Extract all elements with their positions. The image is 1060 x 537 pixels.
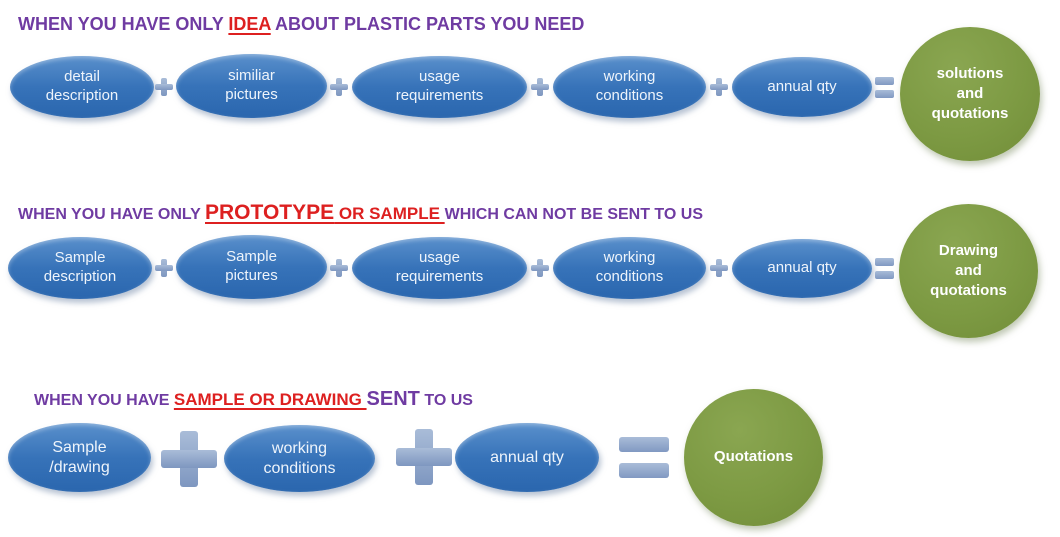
step-label: Sample pictures	[225, 248, 278, 284]
plus-icon	[531, 259, 549, 277]
row2-title: WHEN YOU HAVE ONLY PROTOTYPE OR SAMPLE W…	[18, 201, 703, 225]
step-sample-drawing: Sample /drawing	[8, 423, 151, 492]
row1-title-segment: ABOUT PLASTIC PARTS YOU NEED	[270, 14, 585, 34]
equals-icon	[875, 77, 894, 98]
row3-title-segment: SENT	[366, 388, 420, 410]
plus-icon	[155, 78, 173, 96]
step-label: working conditions	[263, 439, 336, 477]
step-label: usage requirements	[395, 68, 484, 104]
plus-icon	[161, 431, 217, 487]
row3-title-segment: TO US	[419, 392, 473, 409]
equals-icon	[619, 437, 669, 478]
step-usage-requirements: usage requirements	[352, 237, 527, 299]
row1-title-highlight: IDEA	[228, 14, 271, 34]
step-label: detail description	[45, 68, 119, 104]
row2-title-segment: WHEN YOU HAVE ONLY	[18, 206, 205, 223]
result-circle-drawing-quotations: Drawing and quotations	[899, 204, 1038, 338]
step-label: working conditions	[595, 249, 664, 285]
step-label: Sample /drawing	[49, 438, 110, 476]
plus-icon	[330, 78, 348, 96]
row3-title-segment: WHEN YOU HAVE	[34, 392, 174, 409]
result-circle-quotations: Quotations	[684, 389, 823, 526]
result-circle-solutions-quotations: solutions and quotations	[900, 27, 1040, 161]
step-label: annual qty	[767, 77, 837, 95]
step-annual-qty: annual qty	[732, 239, 872, 298]
result-label: Drawing and quotations	[930, 241, 1007, 300]
row2-title-highlight: PROTOTYPE	[205, 201, 335, 224]
step-sample-description: Sample description	[8, 237, 152, 299]
step-annual-qty: annual qty	[732, 57, 872, 117]
step-similiar-pictures: similiar pictures	[176, 54, 327, 118]
row1-title: WHEN YOU HAVE ONLY IDEA ABOUT PLASTIC PA…	[18, 14, 584, 35]
step-label: annual qty	[767, 259, 837, 277]
plus-icon	[396, 429, 452, 485]
step-annual-qty: annual qty	[455, 423, 599, 492]
plus-icon	[155, 259, 173, 277]
step-working-conditions: working conditions	[224, 425, 375, 492]
row3-title: WHEN YOU HAVE SAMPLE OR DRAWING SENT TO …	[34, 388, 473, 411]
plus-icon	[710, 259, 728, 277]
step-label: similiar pictures	[225, 67, 278, 103]
plus-icon	[531, 78, 549, 96]
step-detail-description: detail description	[10, 56, 154, 118]
plus-icon	[710, 78, 728, 96]
plus-icon	[330, 259, 348, 277]
step-sample-pictures: Sample pictures	[176, 235, 327, 299]
row2-title-highlight: OR SAMPLE	[334, 204, 445, 223]
step-label: usage requirements	[395, 249, 484, 285]
result-label: solutions and quotations	[931, 64, 1009, 123]
step-label: working conditions	[595, 68, 664, 104]
row2-title-segment: WHICH CAN NOT BE SENT TO US	[444, 206, 704, 223]
step-working-conditions: working conditions	[553, 56, 706, 118]
step-working-conditions: working conditions	[553, 237, 706, 299]
step-label: annual qty	[490, 448, 564, 466]
step-label: Sample description	[43, 249, 117, 285]
row1-title-segment: WHEN YOU HAVE ONLY	[18, 14, 229, 34]
row3-title-highlight: SAMPLE OR DRAWING	[173, 390, 367, 409]
step-usage-requirements: usage requirements	[352, 56, 527, 118]
equals-icon	[875, 258, 894, 279]
result-label: Quotations	[713, 448, 794, 466]
